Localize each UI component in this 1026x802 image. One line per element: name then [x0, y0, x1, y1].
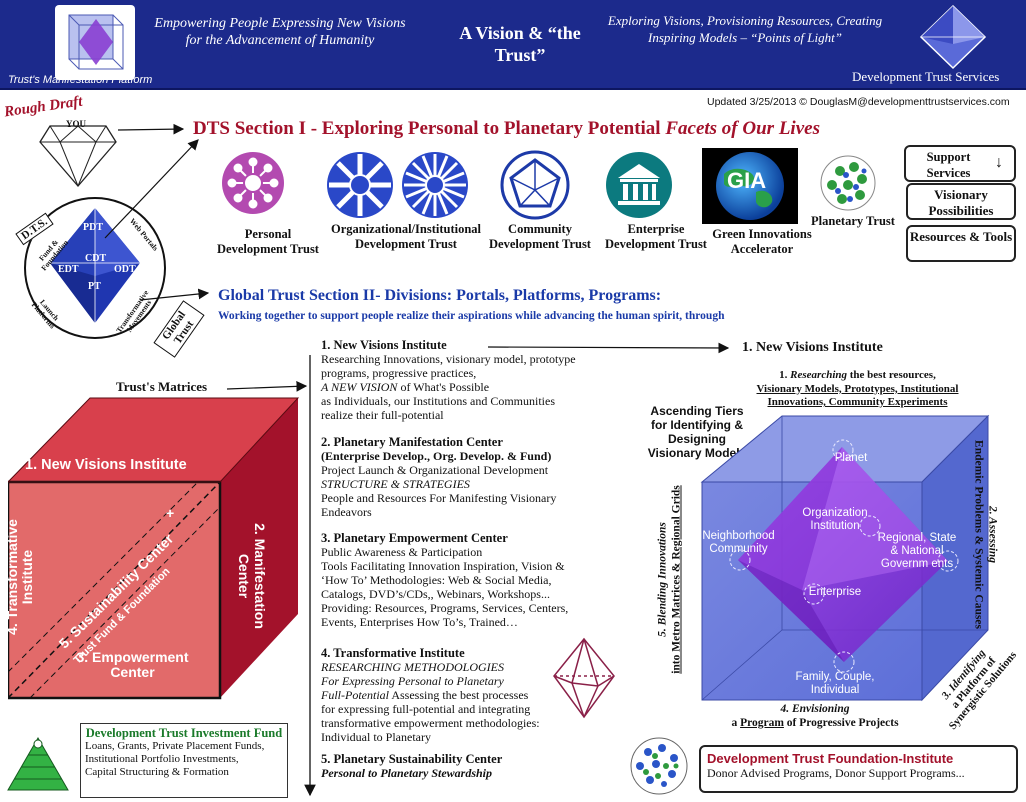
bank-icon	[606, 152, 672, 218]
pyramid-icon	[7, 736, 69, 791]
matrices-label: Trust's Matrices	[116, 379, 208, 394]
section2-subtitle: Working together to support people reali…	[218, 310, 725, 322]
enterprise-trust-icon	[604, 150, 674, 225]
nvi-title: 1. New Visions Institute	[742, 340, 883, 355]
trust-label-personal: Personal Development Trust	[217, 227, 319, 256]
diamond-icon	[39, 125, 117, 187]
planetary-trust-icon	[818, 155, 878, 216]
gia-logo-text: GIA	[727, 168, 767, 193]
fund-line-1: Loans, Grants, Private Placement Funds,	[85, 740, 265, 752]
you-label: YOU	[66, 119, 86, 129]
fund-line-3: Capital Structuring & Formation	[85, 766, 229, 778]
banner-right-motto: Exploring Visions, Provisioning Resource…	[607, 13, 883, 45]
wheel-icon	[327, 152, 468, 218]
octahedron-wireframe	[552, 636, 616, 725]
foundation-globe	[628, 736, 690, 801]
cube-label-left: 4. Transformative Institute	[4, 519, 35, 635]
nvi-blending: 5. Blending Innovations into Metro Matri…	[656, 485, 683, 674]
nvi-researching: 1. Researching the best resources, Visio…	[756, 369, 959, 408]
org-name: Development Trust Services	[852, 69, 1000, 84]
wheel-pdt: PDT	[83, 222, 103, 233]
trust-label-enterprise: Enterprise Development Trust	[605, 222, 707, 251]
wheel-octahedron-icon	[24, 197, 166, 339]
fund-title: Development Trust Investment Fund	[85, 726, 283, 740]
header-banner	[0, 0, 1026, 90]
division-5: 5. Planetary Sustainability Center Perso…	[321, 752, 503, 780]
wheel-edt: EDT	[58, 264, 79, 275]
trust-label-planetary: Planetary Trust	[811, 214, 895, 228]
banner-title: A Vision & “the Trust”	[459, 23, 581, 65]
cube-logo-left	[55, 5, 135, 80]
wheel-odt: ODT	[114, 264, 136, 275]
octahedron-logo-icon	[919, 4, 987, 70]
tier-regional: Regional, State & National Governm ents	[877, 532, 957, 570]
blue-cube-icon	[700, 414, 990, 702]
red-cube-icon	[6, 397, 300, 700]
tiers-note: Ascending Tiers for Identifying & Design…	[647, 404, 747, 460]
support-services-header[interactable]: Support Services	[904, 145, 1016, 182]
dts-wheel	[0, 188, 200, 353]
tier-planet: Planet	[834, 452, 868, 464]
division-3: 3. Planetary Empowerment Center Public A…	[321, 531, 569, 629]
foundation-title: Development Trust Foundation-Institute	[707, 751, 954, 766]
trust-label-org: Organizational/Institutional Development…	[330, 222, 482, 251]
cube-plus: +	[166, 505, 175, 521]
division-1: 1. New Visions Institute Researching Inn…	[321, 338, 576, 422]
down-arrow-icon: ↓	[995, 154, 1003, 171]
division-2: 2. Planetary Manifestation Center (Enter…	[321, 435, 557, 519]
updated-note: Updated 3/25/2013 © DouglasM@development…	[707, 96, 1010, 108]
network-icon	[222, 152, 284, 214]
cube-label-top: 1. New Visions Institute	[25, 457, 187, 473]
nvi-envisioning: 4. Envisioning a Program of Progressive …	[731, 703, 899, 729]
globe-icon	[716, 152, 784, 220]
octahedron-outline-icon	[553, 637, 615, 719]
pentagon-icon	[500, 150, 570, 220]
mosaic-globe-icon	[820, 155, 876, 211]
gia-logo	[702, 148, 798, 224]
fund-line-2: Institutional Portfolio Investments,	[85, 753, 239, 765]
tier-organization: Organization Institution	[802, 507, 868, 532]
cube-label-bottom: 3. Empowerment Center	[76, 649, 189, 680]
cube-label-right: 2. Manifestation Center	[236, 523, 268, 629]
division-4: 4. Transformative Institute RESEARCHING …	[321, 646, 540, 744]
you-diamond	[38, 116, 118, 193]
trust-label-community: Community Development Trust	[489, 222, 591, 251]
support-item-visionary[interactable]: Visionary Possibilities	[906, 183, 1016, 220]
tier-family: Family, Couple, Individual	[795, 671, 875, 696]
platform-label: Trust's Manifestation Platform	[8, 74, 153, 86]
fund-box: Development Trust Investment Fund Loans,…	[80, 723, 288, 798]
wheel-cdt: CDT	[85, 253, 107, 264]
foundation-box: Development Trust Foundation-Institute D…	[699, 745, 1018, 793]
mosaic-globe-icon	[630, 737, 688, 795]
tier-neighborhood: Neighborhood Community	[702, 530, 775, 555]
support-item-resources[interactable]: Resources & Tools	[906, 225, 1016, 262]
community-trust-icon	[500, 150, 570, 225]
org-trust-icons	[325, 150, 475, 225]
personal-trust-icon	[220, 150, 286, 221]
section1-title: DTS Section I - Exploring Personal to Pl…	[193, 118, 820, 139]
visionary-cube	[652, 410, 997, 737]
fund-pyramid	[6, 734, 70, 799]
foundation-line: Donor Advised Programs, Donor Support Pr…	[707, 766, 965, 780]
octahedron-logo-right	[915, 4, 991, 75]
trust-matrix-cube	[6, 392, 304, 709]
wheel-pt: PT	[88, 281, 101, 292]
banner-left-motto: Empowering People Expressing New Visions…	[154, 16, 406, 48]
cube-logo-icon	[68, 14, 124, 70]
tier-enterprise: Enterprise	[808, 586, 862, 598]
section2-title: Global Trust Section II- Divisions: Port…	[218, 287, 662, 304]
trust-label-gia: Green Innovations Accelerator	[712, 227, 812, 256]
